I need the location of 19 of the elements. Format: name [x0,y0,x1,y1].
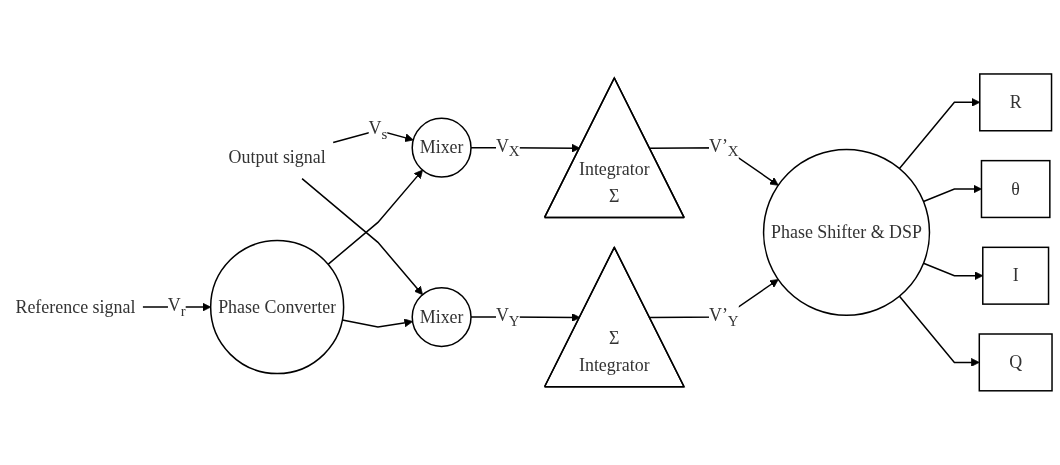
node-text: Reference signal [15,296,136,317]
edge-label: V’$_{X}$ [708,135,739,160]
node-box: R [979,73,1053,132]
node-circle: Mixer [411,117,472,178]
node-box: Q [978,333,1053,392]
edge-label: V$_{Y}$ [495,305,520,329]
node-box: θ [980,160,1051,219]
arrow [327,169,423,266]
node-circle: Phase Converter [209,239,345,375]
node-circle: Phase Shifter & DSP [762,148,931,317]
node-circle: Mixer [411,287,472,348]
edge-label: V$_{r}$ [167,295,186,319]
edge-label: V$_{X}$ [495,135,520,160]
arrow [898,295,980,367]
edge-label: V$_{s}$ [368,118,388,142]
arrow [301,177,423,296]
edge-label: V’$_{Y}$ [708,305,739,329]
node-box: I [982,246,1050,305]
node-text: Output signal [228,147,326,168]
